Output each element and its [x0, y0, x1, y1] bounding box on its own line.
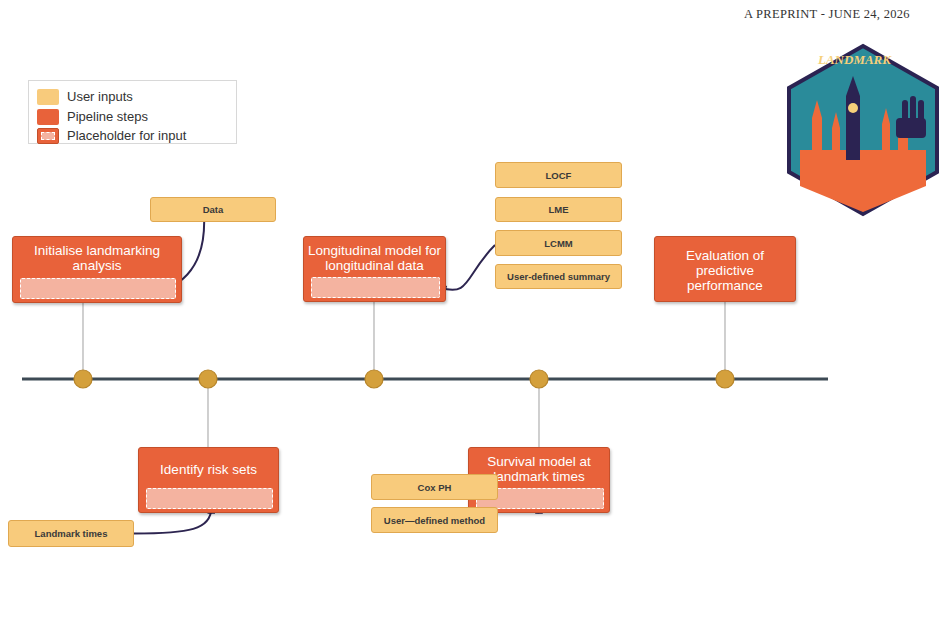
- input-label: Data: [203, 204, 224, 215]
- step-label: Longitudinal model for longitudinal data: [308, 243, 441, 273]
- input-box: LOCF: [495, 162, 622, 188]
- input-label: User-defined summary: [507, 271, 610, 282]
- curved-connector: [440, 245, 495, 290]
- step-title: Evaluation of predictive performance: [659, 237, 791, 303]
- input-label: LME: [548, 204, 568, 215]
- legend-swatch: [37, 109, 59, 125]
- process-box: Longitudinal model for longitudinal data: [303, 236, 446, 302]
- input-box: User-defined summary: [495, 264, 622, 289]
- legend-label: Pipeline steps: [67, 109, 148, 124]
- input-box: LCMM: [495, 230, 622, 256]
- legend-swatch: [37, 89, 59, 105]
- process-box: Initialise landmarking analysis: [12, 236, 182, 303]
- timeline-dots: [74, 370, 734, 388]
- step-title: Identify risk sets: [143, 452, 274, 486]
- process-box: Evaluation of predictive performance: [654, 236, 796, 302]
- step-title: Initialise landmarking analysis: [17, 241, 177, 275]
- placeholder-sample: [41, 132, 55, 140]
- leader-lines: [83, 302, 725, 447]
- input-placeholder: [20, 278, 176, 299]
- input-label: User—defined method: [384, 515, 485, 526]
- input-label: LCMM: [544, 238, 573, 249]
- step-label: Identify risk sets: [160, 462, 257, 477]
- input-box: Landmark times: [8, 520, 134, 547]
- legend-label: User inputs: [67, 89, 133, 104]
- input-box: User—defined method: [371, 507, 498, 533]
- process-box: Identify risk sets: [138, 447, 279, 513]
- input-placeholder: [311, 277, 440, 298]
- logo-hexagon: [789, 46, 937, 214]
- timeline-axis: [22, 378, 828, 381]
- page-header: A PREPRINT - JUNE 24, 2026: [744, 7, 910, 22]
- step-label: Evaluation of predictive performance: [670, 248, 780, 293]
- legend-row: Pipeline steps: [37, 108, 148, 125]
- input-placeholder: [146, 488, 273, 509]
- legend-row: User inputs: [37, 88, 133, 105]
- step-label: Initialise landmarking analysis: [27, 243, 167, 273]
- logo-text: LANDMARK: [818, 52, 891, 68]
- input-box: Data: [150, 197, 276, 222]
- step-title: Longitudinal model for longitudinal data: [308, 241, 441, 275]
- legend-label: Placeholder for input: [67, 128, 186, 143]
- legend-box: User inputsPipeline stepsPlaceholder for…: [28, 80, 237, 144]
- input-label: Cox PH: [418, 482, 452, 493]
- legend-row: Placeholder for input: [37, 127, 186, 144]
- input-label: Landmark times: [35, 528, 108, 539]
- input-box: Cox PH: [371, 474, 498, 500]
- input-label: LOCF: [546, 170, 572, 181]
- input-box: LME: [495, 197, 622, 222]
- legend-swatch: [37, 128, 59, 144]
